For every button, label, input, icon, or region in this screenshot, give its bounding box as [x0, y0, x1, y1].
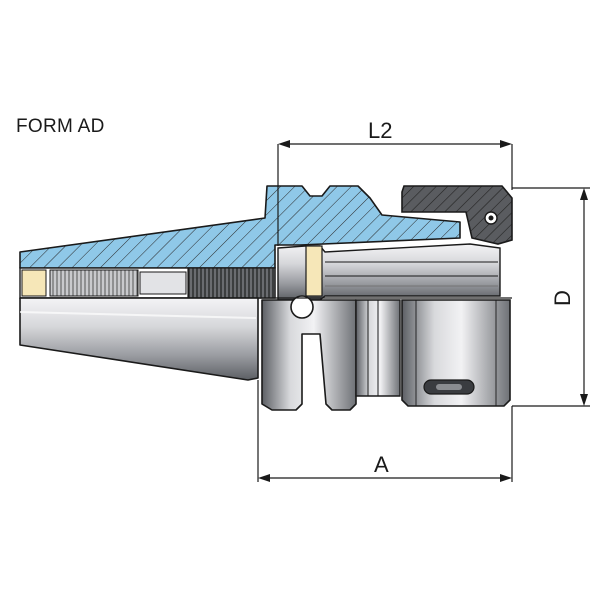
dimension-l2: [277, 140, 513, 246]
dimension-label-l2: L2: [368, 118, 393, 143]
dimension-a: [257, 380, 513, 482]
dimension-label-a: A: [374, 452, 389, 477]
form-title: FORM AD: [16, 116, 105, 137]
section-view: [19, 185, 513, 269]
exterior-view: [19, 295, 511, 411]
dimension-d: [512, 187, 590, 407]
